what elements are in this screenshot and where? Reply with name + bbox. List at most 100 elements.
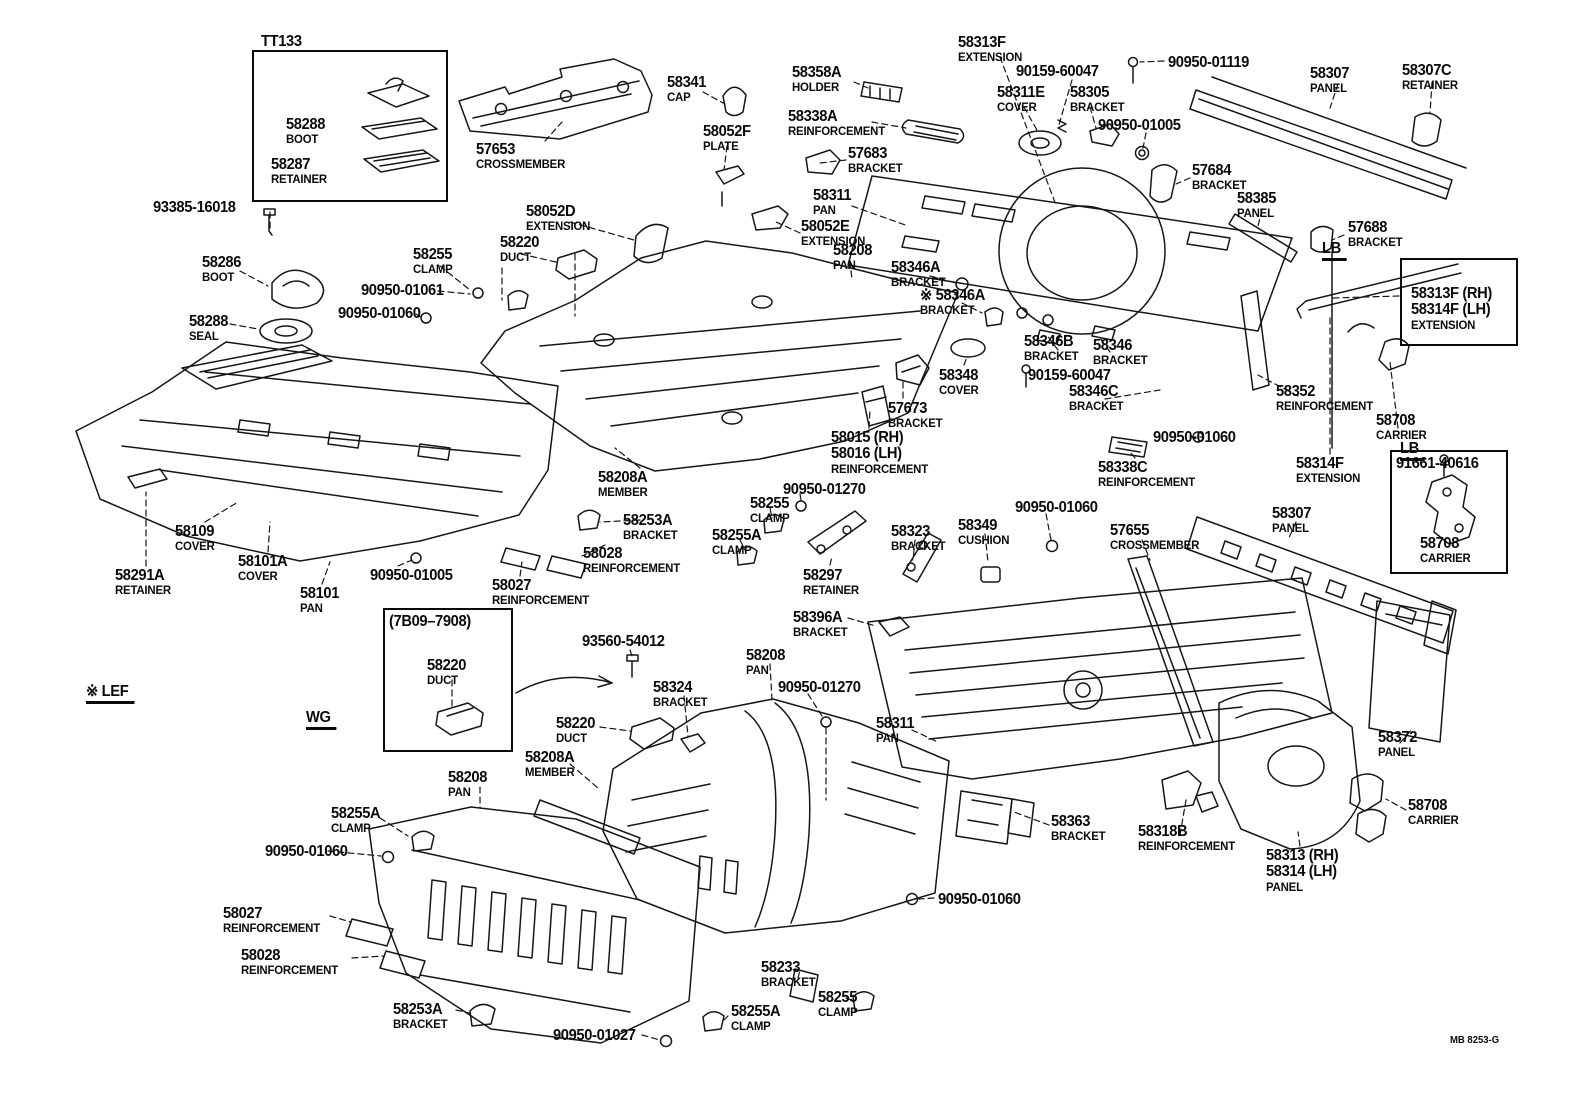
part-number: 58028 [241,947,281,964]
part-description: REINFORCEMENT [583,561,680,576]
part-description: CLAMP [712,543,752,558]
part-number: 58323 [891,523,931,540]
part-number: 58208 [448,769,488,786]
part-description: EXTENSION [958,50,1023,65]
part-number: ※ 58346A [920,287,985,304]
part-label: (7B09–7908) [389,613,471,630]
part-number: 58253A [393,1001,443,1018]
part-description: CLAMP [750,511,790,526]
part-description: RETAINER [271,172,327,187]
part-number: 58338A [788,108,838,125]
part-number: 58346C [1069,383,1119,400]
part-number: 58358A [792,64,842,81]
part-number: 58311 [813,187,852,204]
part-number: 58220 [500,234,540,251]
part-label: 58015 (RH)58016 (LH)REINFORCEMENT [831,429,928,475]
part-number: 58307C [1402,62,1452,79]
part-number: 58341 [667,74,707,91]
part-number: 58372 [1378,729,1418,746]
part-number: 90950-01060 [338,305,421,322]
part-number: TT133 [261,33,302,50]
part-description: BRACKET [891,275,946,290]
part-number: 58288 [189,313,229,330]
part-number: 58708 [1408,797,1448,814]
part-number: 58255A [331,805,381,822]
part-description: COVER [175,539,215,554]
part-number: 58708 [1420,535,1460,552]
part-number: 58287 [271,156,311,173]
part-label: 90950-01119 [1168,54,1249,71]
part-number: 58346A [891,259,941,276]
part-label: 58313F (RH)58314F (LH)EXTENSION [1411,285,1492,331]
part-number: 58311 [876,715,915,732]
part-description: RETAINER [1402,78,1458,93]
part-label: 90950-01060 [938,891,1021,908]
part-number: 90950-01270 [783,481,866,498]
part-label: LB [1322,240,1347,262]
part-number: 90950-01060 [265,843,348,860]
part-number: 58208A [525,749,575,766]
part-description: BRACKET [1069,399,1124,414]
part-description: BRACKET [888,416,943,431]
part-description: REINFORCEMENT [241,963,338,978]
part-description: DUCT [427,673,458,688]
part-description: REINFORCEMENT [492,593,589,608]
part-description: EXTENSION [1296,471,1361,486]
part-number: 58305 [1070,84,1110,101]
part-description: BRACKET [623,528,678,543]
part-description: PANEL [1378,745,1415,760]
part-number: 58101A [238,553,288,570]
part-number: 58348 [939,367,979,384]
part-label: 90159-60047 [1016,63,1099,80]
part-description: REINFORCEMENT [223,921,320,936]
part-label: 58313 (RH)58314 (LH)PANEL [1266,847,1339,893]
part-description: CROSSMEMBER [476,157,566,172]
part-number: 57655 [1110,522,1150,539]
part-description: MEMBER [598,485,648,500]
part-number: 90159-60047 [1016,63,1099,80]
part-number: 57683 [848,145,888,162]
part-description: CARRIER [1420,551,1471,566]
part-number: 58233 [761,959,801,976]
part-description: BRACKET [761,975,816,990]
part-number: 58208A [598,469,648,486]
part-number: 58052F [703,123,751,140]
part-number: 58286 [202,254,242,271]
part-description: BRACKET [653,695,708,710]
part-number: 58253A [623,512,673,529]
part-number: 90950-01060 [1015,499,1098,516]
part-description: REINFORCEMENT [1138,839,1235,854]
part-number: 58324 [653,679,693,696]
part-description: HOLDER [792,80,839,95]
